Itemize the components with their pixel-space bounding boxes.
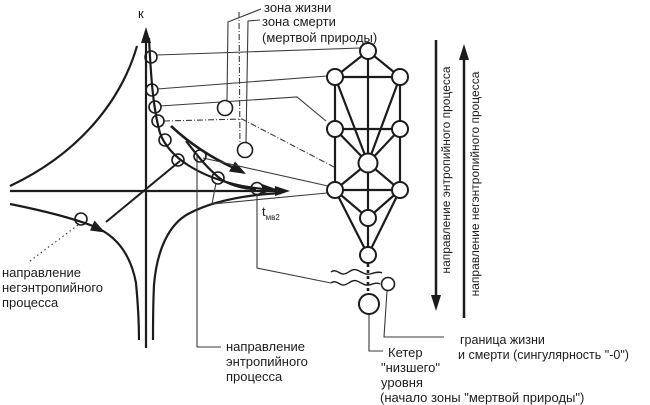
keter-label-line1: Кетер: [388, 345, 423, 360]
q3-arrowhead-icon: [90, 220, 105, 233]
entropy-arc-arrowhead-icon: [229, 161, 246, 174]
keter-label-line4: (начало зоны "мертвой природы"): [380, 390, 584, 405]
leader-entropy-label: [196, 153, 221, 348]
negentropy-label-line1: направление: [2, 265, 81, 280]
keter-label-line2: "низшего": [381, 360, 440, 375]
life-zone-circle: [216, 99, 234, 117]
sephira-node-center: [357, 152, 379, 174]
entropy-label-line3: процесса: [226, 369, 283, 384]
leader-keter-label: [368, 314, 383, 352]
x-axis-label: tмв2: [262, 204, 280, 222]
hyperbola-q1-outer: [185, 140, 257, 191]
chain-circle: [193, 149, 207, 163]
callout-lines: [29, 8, 444, 352]
vertical-direction-arrows: [434, 40, 466, 318]
sephira-node: [326, 120, 344, 138]
hyperbola-curves: [9, 37, 282, 341]
zone-death-label-line2: (мертвой природы): [262, 30, 377, 45]
chain-circle: [151, 114, 165, 128]
wavy-line: [330, 268, 383, 275]
sephira-node: [326, 68, 344, 86]
chain-circle: [145, 83, 159, 97]
chain-circle: [158, 133, 172, 147]
zone-sample-circles: [216, 99, 254, 159]
leader-negentropy-dotted: [29, 224, 79, 262]
sephira-node: [391, 181, 409, 199]
leader-boundary-label: [383, 290, 444, 338]
leader-c8-to-left-node3: [211, 182, 328, 205]
zone-life-label: зона жизни: [264, 0, 331, 15]
boundary-label-line1: граница жизни: [460, 333, 545, 347]
chain-circle-q3: [74, 212, 88, 226]
hyperbola-q1-inner: [147, 37, 282, 192]
process-point-circles: [74, 50, 264, 226]
chain-circle: [171, 153, 185, 167]
entropy-label-line2: энтропийного: [226, 354, 308, 369]
origin-diagonal-line: [105, 160, 181, 223]
negentropy-direction-vertical-label: направление негэнтропийного процесса: [468, 71, 482, 296]
leader-c2-to-left-node1: [156, 75, 328, 90]
keter-label-line3: уровня: [381, 375, 423, 390]
y-axis-label: к: [138, 6, 144, 21]
tree-of-life-nodes: [326, 42, 409, 264]
entropy-arc-arrow: [170, 125, 235, 170]
hyperbola-q2: [9, 45, 139, 187]
boundary-wavy-lines: [330, 268, 383, 286]
negentropy-label-line2: негэнтропийного: [2, 280, 103, 295]
q1-outer-arrowhead-icon: [262, 184, 276, 194]
sephira-node: [391, 68, 409, 86]
leader-zone-death: [245, 19, 261, 143]
wavy-line: [330, 279, 381, 286]
boundary-label-line2: и смерти (сингулярность "-0"): [458, 348, 629, 362]
sephira-node: [359, 209, 377, 227]
lower-keter-circle: [358, 293, 380, 315]
sephira-node-malkuth: [359, 246, 377, 264]
leader-c3-to-left-node2: [159, 96, 327, 122]
hyperbola-q3: [9, 202, 141, 341]
leader-c1-to-keter-top: [156, 47, 361, 56]
chain-circle: [144, 50, 158, 64]
up-arrowhead-icon: [459, 44, 469, 60]
death-zone-circle: [236, 141, 254, 159]
leader-c7-to-left-node3: [202, 157, 329, 187]
entropy-direction-vertical-label: направление энтропийного процесса: [439, 66, 453, 273]
zone-death-label-line1: зона смерти: [262, 14, 336, 29]
chain-circle: [148, 100, 162, 114]
singularity-circle: [250, 181, 264, 196]
down-arrowhead-icon: [431, 295, 441, 311]
leader-c4-dashdot: [163, 118, 335, 168]
entropy-label-line1: направление: [226, 339, 305, 354]
chain-circle: [211, 171, 225, 185]
hyperbola-q4: [151, 191, 282, 341]
sephira-node: [391, 120, 409, 138]
sephira-node-keter: [359, 42, 377, 60]
negentropy-label-line3: процесса: [2, 295, 59, 310]
sephira-node: [326, 181, 344, 199]
zone-boundary-dashdot-line: [238, 11, 241, 151]
boundary-small-circle: [380, 276, 396, 292]
leader-zone-life: [226, 8, 262, 101]
leader-singularity-to-wave: [256, 195, 332, 284]
